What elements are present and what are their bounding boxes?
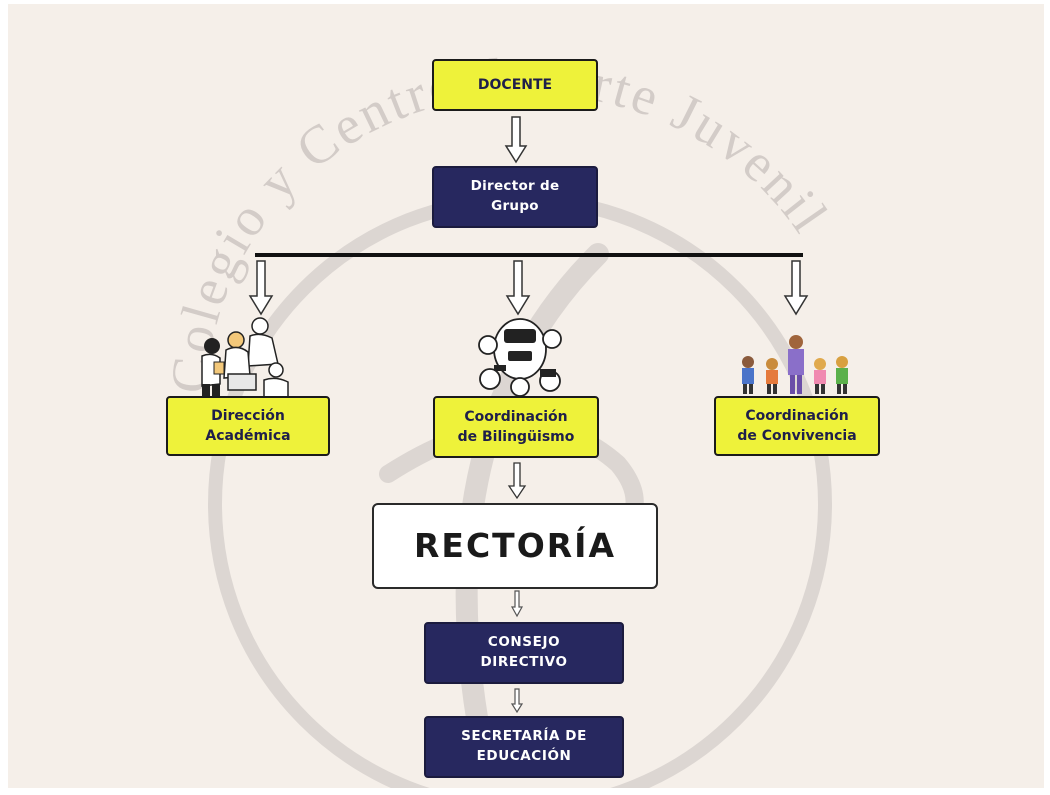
arrow-down-icon (510, 590, 524, 618)
docente-box: DOCENTE (432, 59, 598, 111)
connector-line (255, 253, 803, 257)
team-illustration (201, 317, 289, 402)
robot-illustration (478, 318, 562, 397)
consejo-directivo-box: CONSEJO DIRECTIVO (424, 622, 624, 684)
coordinacion-convivencia-box: Coordinación de Convivencia (714, 396, 880, 456)
arrow-down-icon (505, 260, 531, 316)
arrow-down-icon (783, 260, 809, 316)
diagram-canvas: Colegio y Centro de Arte Juvenil (8, 4, 1044, 788)
arrow-down-icon (511, 688, 523, 714)
secretaria-educacion-box: SECRETARÍA DE EDUCACIÓN (424, 716, 624, 778)
direccion-academica-box: Dirección Académica (166, 396, 330, 456)
director-grupo-box: Director de Grupo (432, 166, 598, 228)
coordinacion-bilinguismo-box: Coordinación de Bilingüismo (433, 396, 599, 458)
children-illustration (742, 335, 848, 394)
rectoria-box: RECTORÍA (372, 503, 658, 589)
arrow-down-icon (504, 116, 528, 164)
arrow-down-icon (507, 462, 527, 500)
arrow-down-icon (248, 260, 274, 316)
